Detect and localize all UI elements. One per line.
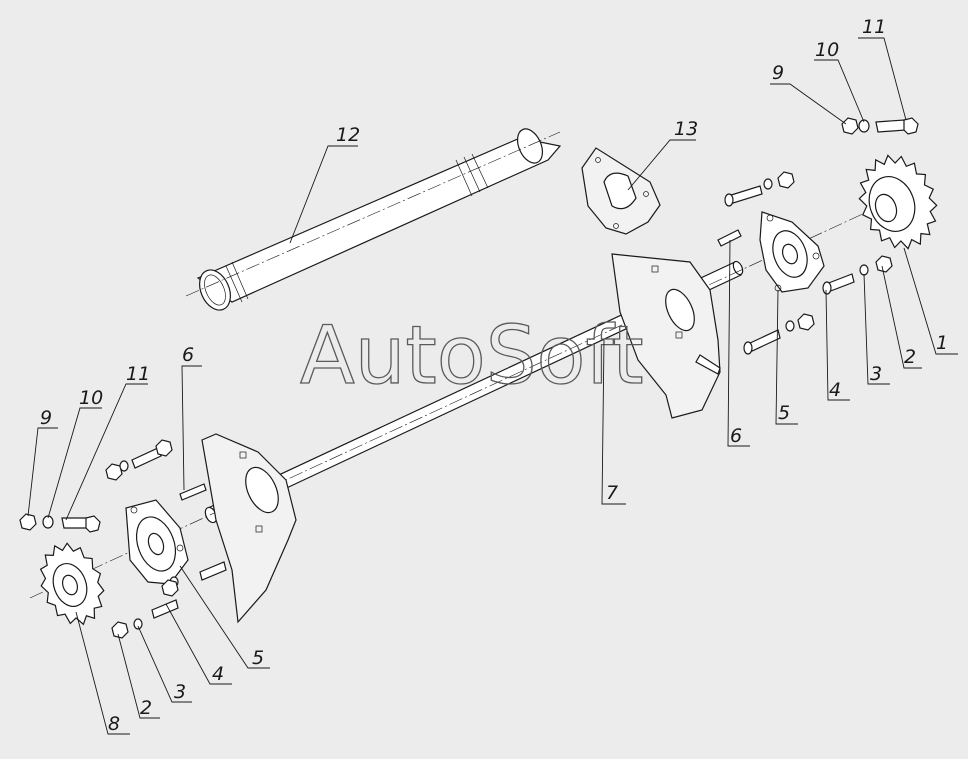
tube-part-12 [185,128,562,311]
callout-6-left: 6 [182,344,194,366]
callout-6-right: 6 [730,425,742,447]
bracket-plate-left [201,433,297,624]
callout-10-left: 10 [79,387,103,409]
callout-3-left: 3 [174,681,186,703]
callout-5-left: 5 [252,647,264,669]
flange-part-5-right [759,211,825,293]
callouts: 12 13 9 10 11 1 2 3 4 5 6 7 6 [27,16,958,735]
callout-4-left: 4 [212,663,224,685]
fasteners-right [717,117,919,355]
callout-8-left: 8 [108,713,120,735]
callout-11-left: 11 [126,363,150,385]
callout-10-top: 10 [815,39,839,61]
callout-2-left: 2 [140,697,152,719]
callout-13: 13 [674,118,698,140]
callout-4-right: 4 [829,379,841,401]
callout-3-right: 3 [870,363,882,385]
sprocket-part-8-left [39,542,105,626]
flange-part-5-left [125,499,189,585]
callout-12: 12 [336,124,360,146]
guard-part-13 [581,147,661,235]
callout-7: 7 [606,482,618,504]
fasteners-left [19,439,227,639]
callout-2-right: 2 [904,346,916,368]
callout-5-right: 5 [778,402,790,424]
callout-9-left: 9 [40,407,52,429]
watermark-text: AutoSoft [300,309,644,402]
callout-9-top: 9 [772,62,784,84]
sprocket-part-1-right [858,154,938,250]
bracket-plate-right [611,253,721,419]
callout-11-top: 11 [862,16,886,38]
callout-1-right: 1 [936,332,948,354]
